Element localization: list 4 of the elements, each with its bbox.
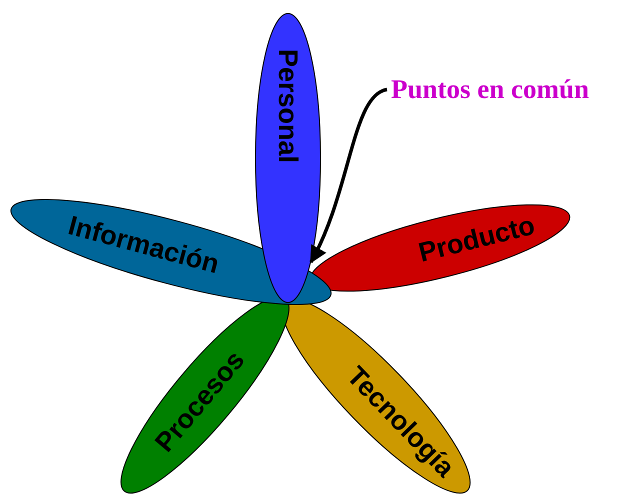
petal-label: Producto	[416, 211, 538, 266]
arrow	[309, 88, 388, 264]
callout-text: Puntos en común	[391, 74, 590, 104]
petal-label: Personal	[274, 49, 302, 164]
